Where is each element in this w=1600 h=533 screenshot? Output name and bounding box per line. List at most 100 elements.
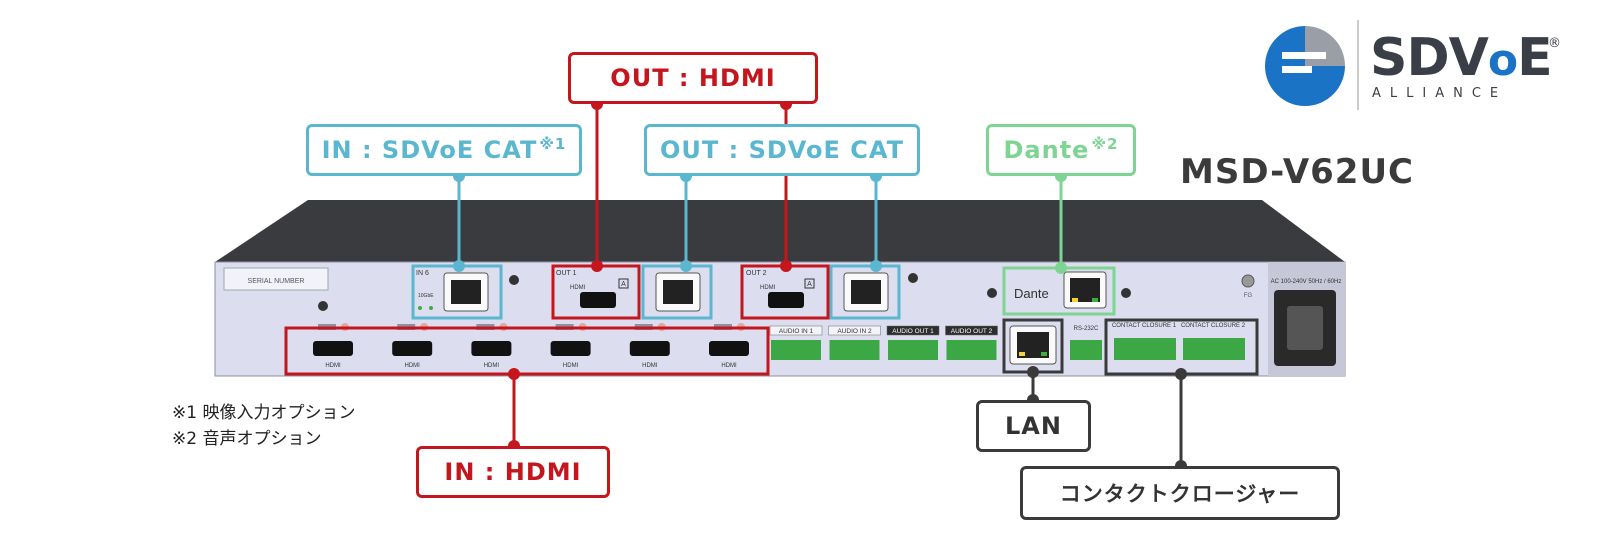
label-dante: Dante※2 — [986, 124, 1136, 176]
a-box — [804, 278, 815, 289]
screw — [1121, 288, 1131, 298]
dot — [780, 260, 792, 272]
screw — [987, 288, 997, 298]
dot — [1027, 366, 1039, 378]
contact-closure-1-text: CONTACT CLOSURE 1 — [1112, 323, 1177, 329]
dot — [591, 260, 603, 272]
hdmi-input-label: HDMI — [484, 363, 500, 369]
screw — [908, 273, 918, 283]
led — [1041, 352, 1047, 356]
contact-closure-2-terminal — [1183, 338, 1245, 360]
frame-out-sdvoe-2 — [829, 264, 901, 320]
led — [1092, 298, 1098, 302]
ground-screw — [1241, 274, 1255, 288]
audio-block-label: AUDIO IN 2 — [837, 328, 872, 335]
out2-hdmi-text: HDMI — [760, 285, 776, 291]
screw — [509, 275, 519, 285]
rs232c-text: RS-232C — [1074, 326, 1099, 332]
led — [418, 306, 422, 310]
hdmi-input-label: HDMI — [325, 363, 341, 369]
dot — [1055, 262, 1067, 274]
rs232c-terminal — [1070, 340, 1102, 360]
label-lan-text: LAN — [1005, 412, 1062, 440]
dot — [680, 260, 692, 272]
model-name: MSD-V62UC — [1180, 152, 1415, 192]
frame-out-sdvoe-1 — [641, 264, 713, 320]
out1-text: OUT 1 — [556, 270, 577, 277]
audio-terminal-block — [888, 340, 938, 360]
logo-mark-stripe — [1282, 52, 1326, 59]
ac-label-text: AC 100-240V 50Hz / 60Hz — [1271, 279, 1342, 285]
hdmi-input-label: HDMI — [405, 363, 421, 369]
audio-block-label: AUDIO OUT 2 — [951, 328, 993, 335]
hdmi-input-port — [471, 341, 512, 356]
label-out-sdvoe-cat-text: OUT : SDVoE CAT — [660, 136, 904, 164]
led — [1019, 352, 1025, 356]
dot — [1175, 368, 1187, 380]
logo-mark-blue — [1265, 66, 1345, 106]
dot — [453, 260, 465, 272]
audio-block-header — [828, 325, 881, 336]
hdmi-input-port — [313, 341, 353, 356]
label-dante-text: Dante — [1003, 136, 1090, 164]
logo-mark-blue-top — [1265, 26, 1305, 66]
audio-terminal-block — [771, 340, 821, 360]
a-text: A — [621, 281, 626, 288]
hdmi-input-port — [629, 341, 670, 356]
rj45-jack — [451, 280, 481, 304]
label-contact-closure-text: コンタクトクロージャー — [1059, 482, 1301, 506]
hdmi-input-label: HDMI — [563, 363, 579, 369]
contact-closure-1-terminal — [1114, 338, 1176, 360]
label-lan: LAN — [976, 400, 1091, 452]
label-in-sdvoe-cat: IN : SDVoE CAT※1 — [306, 124, 582, 176]
note-2: ※2 音声オプション — [172, 429, 322, 449]
label-in-sdvoe-cat-text: IN : SDVoE CAT — [321, 136, 538, 164]
led — [1072, 298, 1078, 302]
hdmi-input-port — [709, 341, 749, 356]
audio-block-label: AUDIO IN 1 — [779, 328, 814, 335]
contact-closure-2-text: CONTACT CLOSURE 2 — [1181, 323, 1246, 329]
audio-terminal-block — [829, 340, 880, 360]
out2-text: OUT 2 — [746, 270, 767, 277]
note-1: ※1 映像入力オプション — [172, 403, 356, 423]
label-out-hdmi: OUT : HDMI — [568, 52, 818, 104]
audio-block-label: AUDIO OUT 1 — [892, 328, 934, 335]
logo-text-o: o — [1487, 35, 1518, 86]
serial-number-text: SERIAL NUMBER — [248, 278, 305, 285]
rj45-jack — [663, 280, 693, 304]
in-port-text: IN 6 — [416, 270, 429, 277]
logo-text-end: E — [1517, 28, 1553, 88]
frame-in-hdmi — [284, 326, 770, 376]
label-in-hdmi: IN : HDMI — [416, 446, 610, 498]
label-in-sdvoe-cat-mark: ※1 — [539, 135, 567, 153]
dante-logo-text: Dante — [1014, 286, 1049, 301]
label-contact-closure: コンタクトクロージャー — [1020, 466, 1340, 520]
label-dante-mark: ※2 — [1091, 135, 1119, 153]
label-out-hdmi-text: OUT : HDMI — [610, 64, 776, 92]
sdvoe-logo-text: SDVoE — [1370, 32, 1553, 86]
hdmi-input-port — [550, 341, 591, 356]
hdmi-input-label: HDMI — [642, 363, 658, 369]
serial-number-plate — [223, 267, 329, 291]
out1-hdmi-port — [580, 292, 616, 308]
dot — [508, 368, 520, 380]
audio-block-header — [769, 325, 823, 336]
label-in-hdmi-text: IN : HDMI — [444, 458, 582, 486]
logo-text-main: SDV — [1370, 28, 1489, 88]
logo-mark-stripe — [1282, 66, 1312, 73]
dot — [870, 260, 882, 272]
led — [429, 306, 433, 310]
fg-text: FG — [1244, 293, 1253, 299]
audio-block-header — [945, 325, 998, 336]
label-out-sdvoe-cat: OUT : SDVoE CAT — [644, 124, 920, 176]
chassis-top — [215, 200, 1345, 262]
a-box — [618, 278, 629, 289]
ac-socket — [1287, 306, 1323, 350]
out2-hdmi-port — [768, 292, 804, 308]
rj45-jack — [851, 280, 881, 304]
in-port-led-text: 10GbE — [418, 293, 434, 299]
logo-registered: ® — [1548, 36, 1561, 51]
screw — [318, 301, 328, 311]
